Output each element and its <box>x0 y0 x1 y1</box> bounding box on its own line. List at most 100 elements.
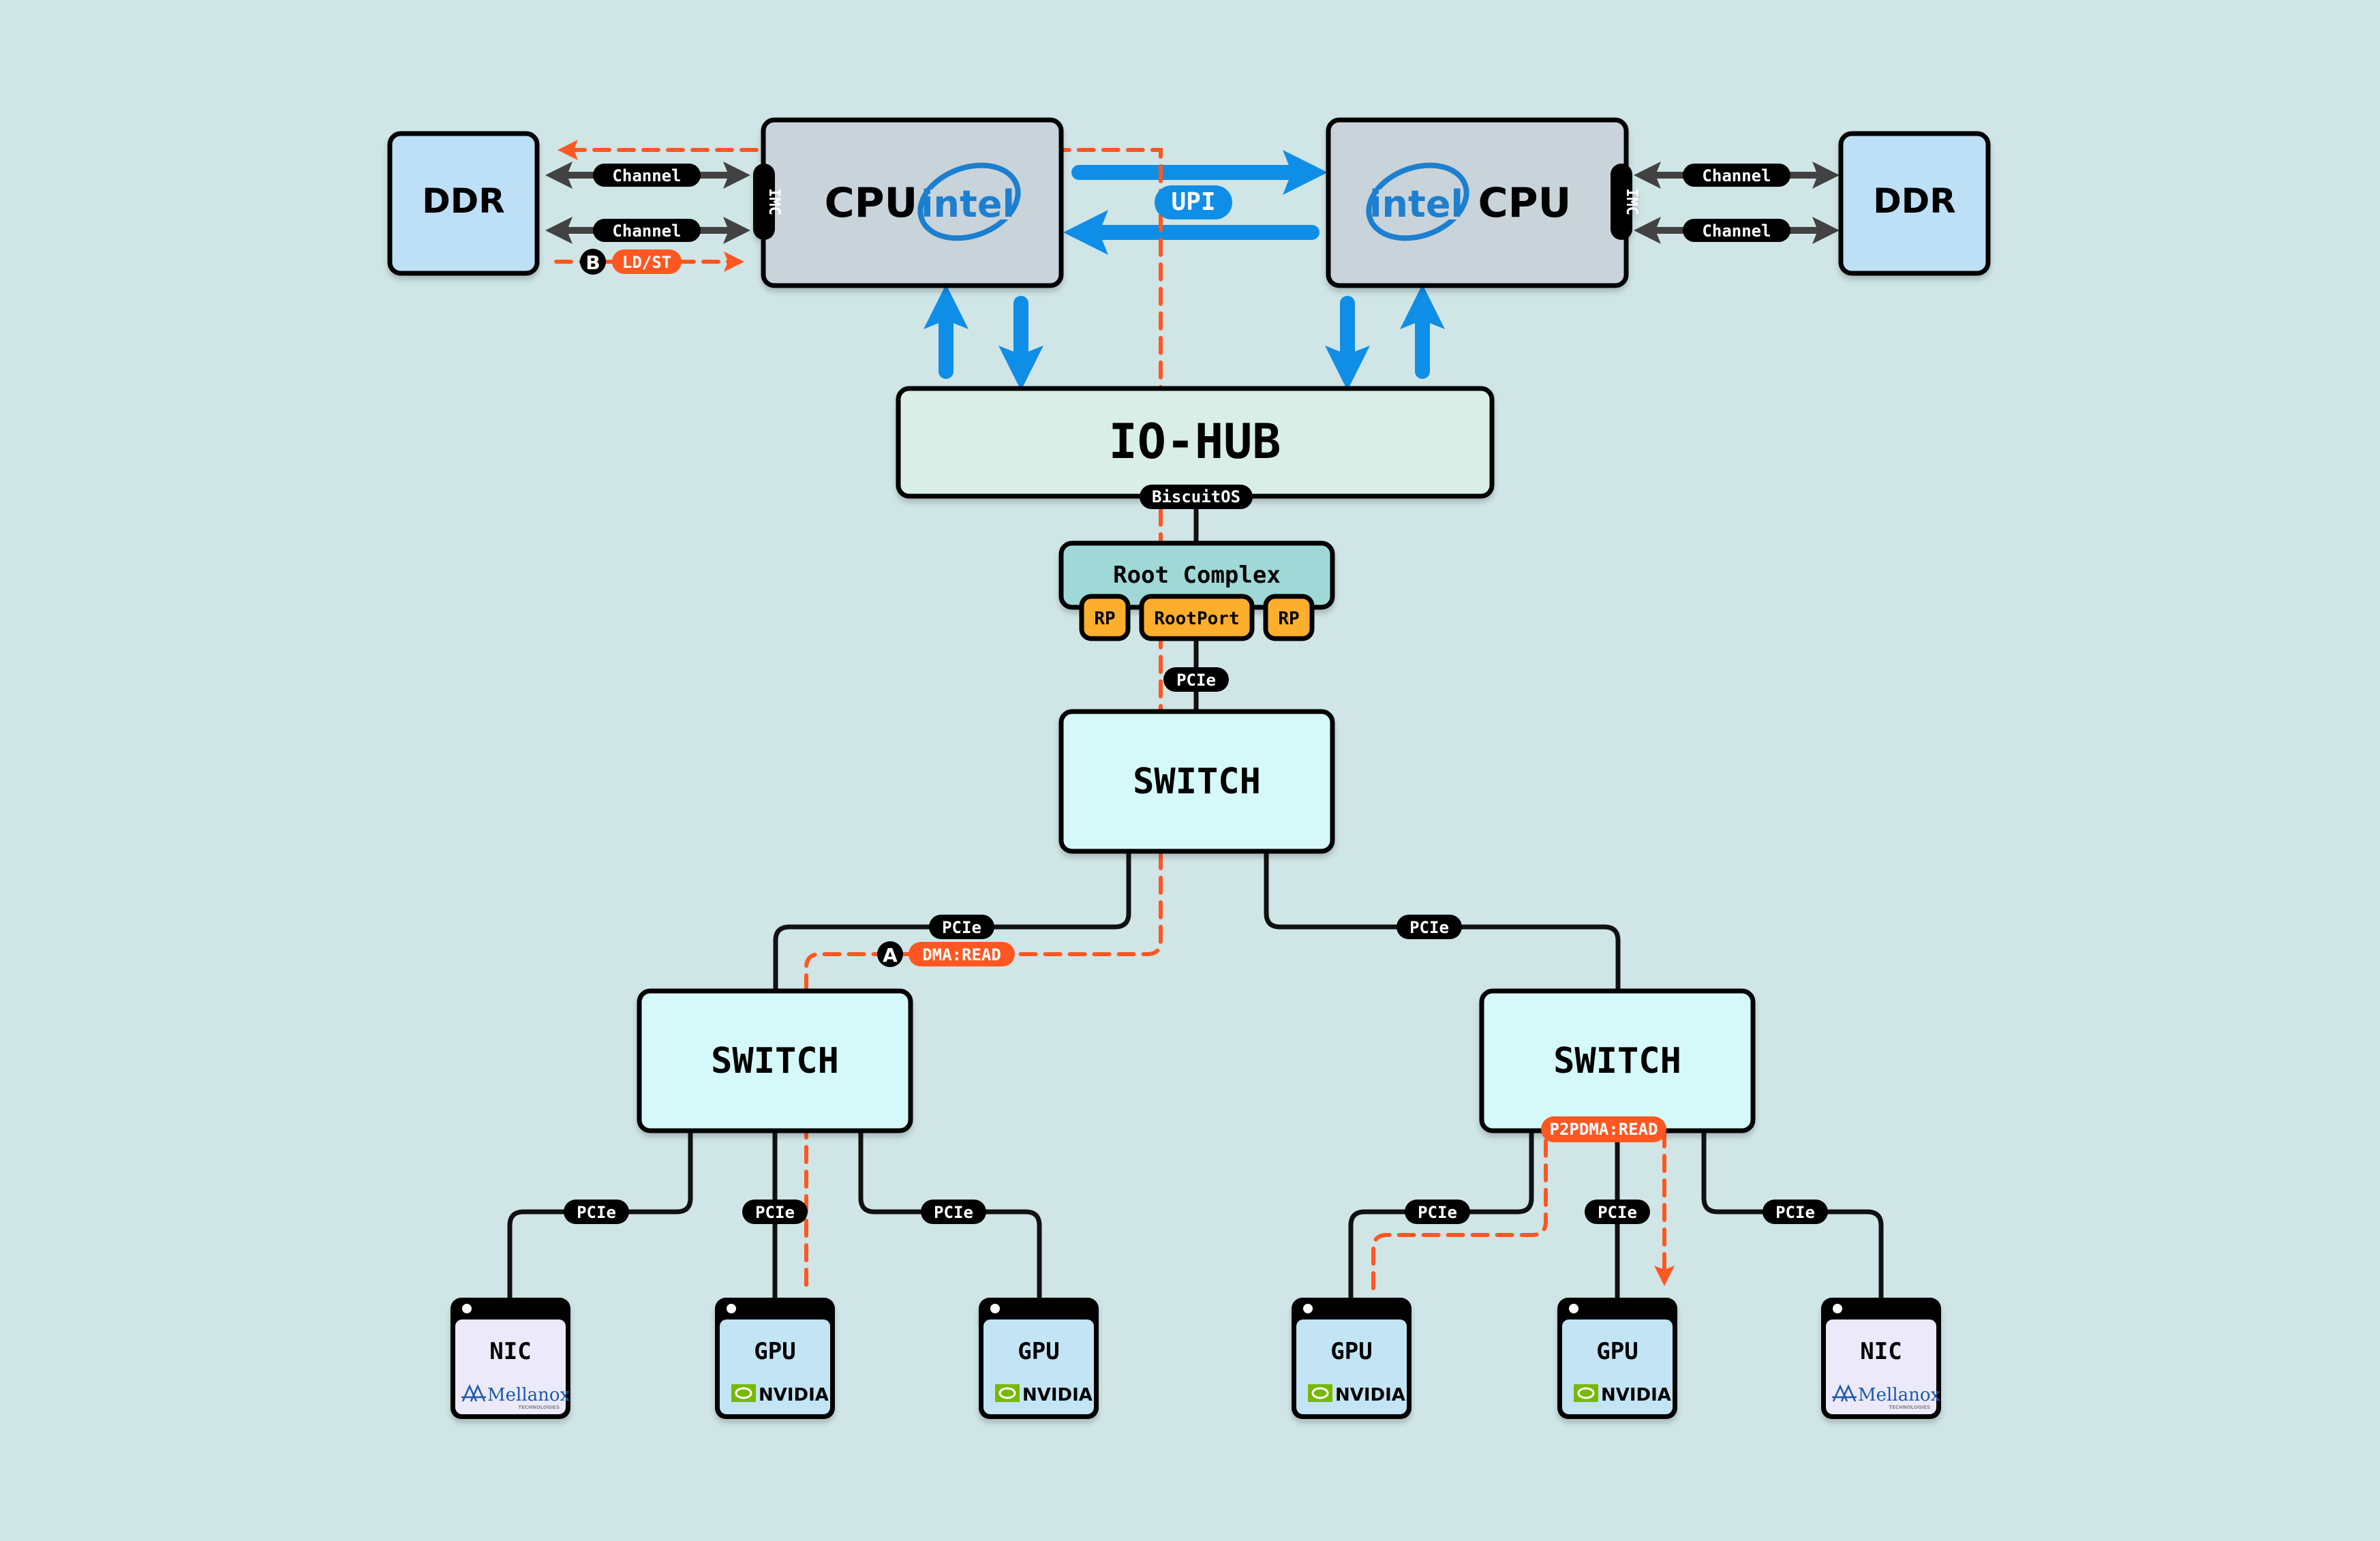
gpu-card[interactable]: GPU NVIDIA <box>1557 1298 1677 1419</box>
device-label: GPU <box>754 1338 795 1365</box>
gpu-card[interactable]: GPU NVIDIA <box>979 1298 1099 1419</box>
upi-badge: UPI <box>1155 185 1232 219</box>
pcie-badge: PCIe <box>921 1200 986 1224</box>
nvidia-logo-text: NVIDIA <box>1601 1385 1671 1405</box>
pcie-label: PCIe <box>755 1203 795 1222</box>
imc-badge <box>1611 164 1632 240</box>
device-label: GPU <box>1330 1338 1372 1365</box>
switch-right: SWITCH <box>1479 988 1756 1133</box>
upi-label: UPI <box>1171 188 1215 216</box>
p2pdma-source-path <box>1371 1129 1548 1290</box>
root-port[interactable] <box>1079 594 1131 641</box>
pcie-badge: PCIe <box>564 1200 629 1224</box>
dma-read-annotation: A DMA:READ <box>877 941 1015 967</box>
root-ports: RP RootPort RP <box>1079 594 1315 641</box>
p2pdma-label: P2PDMA:READ <box>1550 1120 1658 1139</box>
intel-logo-text: intel <box>1369 183 1463 226</box>
imc-label: IMC <box>765 188 782 215</box>
dma-read-path <box>804 148 1163 1287</box>
channel-label: Channel <box>612 222 681 241</box>
devices: NICMellanoxTECHNOLOGIESGPUNVIDIAGPUNVIDI… <box>451 1298 1941 1419</box>
channel-pills: Channel Channel Channel Channel <box>593 164 1790 242</box>
pcie-badge: PCIe <box>1763 1200 1828 1224</box>
pcie-badge: PCIe <box>1397 915 1462 939</box>
nvidia-logo-icon: NVIDIA <box>1308 1384 1405 1405</box>
status-led-icon <box>1569 1304 1578 1313</box>
cpu-bus-arrows <box>924 150 1445 391</box>
mellanox-logo-text: Mellanox <box>487 1385 570 1405</box>
status-led-icon <box>1833 1304 1842 1313</box>
marker-a-label: A <box>883 944 898 966</box>
p2pdma-annotation: P2PDMA:READ <box>1541 1116 1666 1142</box>
intel-logo-icon: intel <box>917 162 1021 241</box>
switch-label: SWITCH <box>1133 761 1261 802</box>
dma-read-label: DMA:READ <box>922 945 1001 964</box>
root-complex-label: Root Complex <box>1113 562 1281 589</box>
device-label: NIC <box>1860 1338 1902 1365</box>
device-label: GPU <box>1596 1338 1638 1365</box>
root-port[interactable] <box>1139 594 1255 641</box>
pcie-label: PCIe <box>1418 1203 1457 1222</box>
pcie-label: PCIe <box>1775 1203 1815 1222</box>
pcie-badge: PCIe <box>1585 1200 1650 1224</box>
pcie-label: PCIe <box>1176 671 1216 690</box>
status-led-icon <box>1303 1304 1313 1313</box>
gpu-card[interactable]: GPU NVIDIA <box>1292 1298 1412 1419</box>
nvidia-logo-icon: NVIDIA <box>1574 1384 1671 1405</box>
marker-a <box>877 941 903 967</box>
switch-label: SWITCH <box>711 1041 839 1082</box>
biscuitos-label: BiscuitOS <box>1152 487 1240 506</box>
mellanox-subtext: TECHNOLOGIES <box>1889 1405 1930 1410</box>
nvidia-logo-text: NVIDIA <box>1335 1385 1405 1405</box>
ddr-label: DDR <box>1873 181 1956 221</box>
pcie-label: PCIe <box>1598 1203 1637 1222</box>
status-led-icon <box>727 1304 736 1313</box>
pcie-badge: PCIe <box>929 915 994 939</box>
ddr-left: DDR <box>387 131 540 276</box>
nvidia-logo-icon: NVIDIA <box>995 1384 1093 1405</box>
device-label: NIC <box>489 1338 531 1365</box>
intel-logo-text: intel <box>921 183 1015 226</box>
ddr-label: DDR <box>422 181 505 221</box>
cpu-left: CPU intel IMC <box>753 117 1064 288</box>
root-port[interactable] <box>1263 594 1315 641</box>
iohub-label: IO-HUB <box>1109 414 1281 470</box>
device-label: GPU <box>1018 1338 1059 1365</box>
root-port-label: RootPort <box>1154 609 1239 629</box>
intel-logo-icon: intel <box>1366 162 1469 241</box>
pcie-badge: PCIe <box>742 1200 808 1224</box>
cpu-label: CPU <box>825 179 918 227</box>
nvidia-logo-icon: NVIDIA <box>731 1384 829 1405</box>
ldst-annotation: B LD/ST <box>580 249 682 275</box>
nvidia-logo-text: NVIDIA <box>1022 1385 1093 1405</box>
channel-label: Channel <box>1702 222 1771 241</box>
io-hub: IO-HUB <box>896 386 1495 499</box>
pcie-label: PCIe <box>934 1203 973 1222</box>
pcie-label: PCIe <box>1409 918 1449 937</box>
root-complex: Root Complex <box>1058 540 1335 610</box>
switch-label: SWITCH <box>1553 1041 1681 1082</box>
gpu-card[interactable]: GPU NVIDIA <box>715 1298 835 1419</box>
pcie-badge: PCIe <box>1163 667 1229 692</box>
status-led-icon <box>990 1304 1000 1313</box>
pcie-badge: PCIe <box>1405 1200 1470 1224</box>
channel-label: Channel <box>612 166 681 185</box>
switch-top: SWITCH <box>1058 709 1335 854</box>
nvidia-logo-text: NVIDIA <box>759 1385 829 1405</box>
status-led-icon <box>462 1304 472 1313</box>
mellanox-logo-text: Mellanox <box>1858 1385 1941 1405</box>
imc-badge <box>753 164 775 240</box>
cpu-right: intel CPU IMC <box>1326 117 1640 288</box>
mellanox-subtext: TECHNOLOGIES <box>518 1405 560 1410</box>
root-port-label: RP <box>1094 609 1115 629</box>
switch-left: SWITCH <box>637 988 913 1133</box>
cpu-label: CPU <box>1478 179 1572 227</box>
ddr-right: DDR <box>1838 131 1991 276</box>
pcie-label: PCIe <box>577 1203 616 1222</box>
